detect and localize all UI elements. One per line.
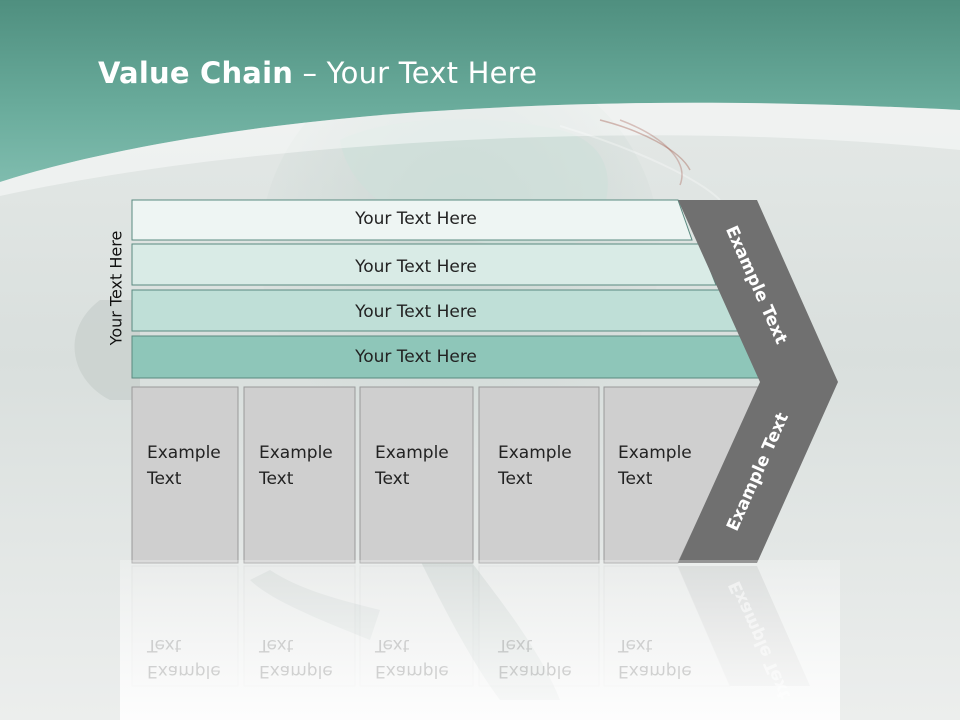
column-text-5-line2: Text xyxy=(618,469,653,489)
row-label-2: Your Text Here xyxy=(355,257,477,277)
column-text-4-line2: Text xyxy=(498,469,533,489)
column-box-2 xyxy=(243,386,356,564)
column-text-2: Example Text xyxy=(259,440,333,492)
column-text-5: Example Text xyxy=(618,440,692,492)
side-label: Your Text Here xyxy=(106,230,126,346)
column-box-3 xyxy=(359,386,474,564)
title-rest: – Your Text Here xyxy=(293,56,538,90)
column-text-3: Example Text xyxy=(375,440,449,492)
row-label-4: Your Text Here xyxy=(355,347,477,367)
column-box-4 xyxy=(478,386,600,564)
column-text-3-line2: Text xyxy=(375,469,410,489)
title-bold: Value Chain xyxy=(98,56,294,90)
column-text-3-line1: Example xyxy=(375,443,449,463)
column-text-2-line1: Example xyxy=(259,443,333,463)
column-text-1-line2: Text xyxy=(147,469,182,489)
column-text-1-line1: Example xyxy=(147,443,221,463)
column-text-4-line1: Example xyxy=(498,443,572,463)
column-text-1: Example Text xyxy=(147,440,221,492)
row-label-3: Your Text Here xyxy=(355,302,477,322)
row-bar-2 xyxy=(131,243,717,286)
column-box-1 xyxy=(131,386,239,564)
chevron-shape xyxy=(678,200,838,563)
column-text-4: Example Text xyxy=(498,440,572,492)
column-text-2-line2: Text xyxy=(259,469,294,489)
row-bar-1 xyxy=(131,199,693,241)
column-text-5-line1: Example xyxy=(618,443,692,463)
slide-title: Value Chain – Your Text Here xyxy=(98,56,537,90)
row-label-1: Your Text Here xyxy=(355,209,477,229)
